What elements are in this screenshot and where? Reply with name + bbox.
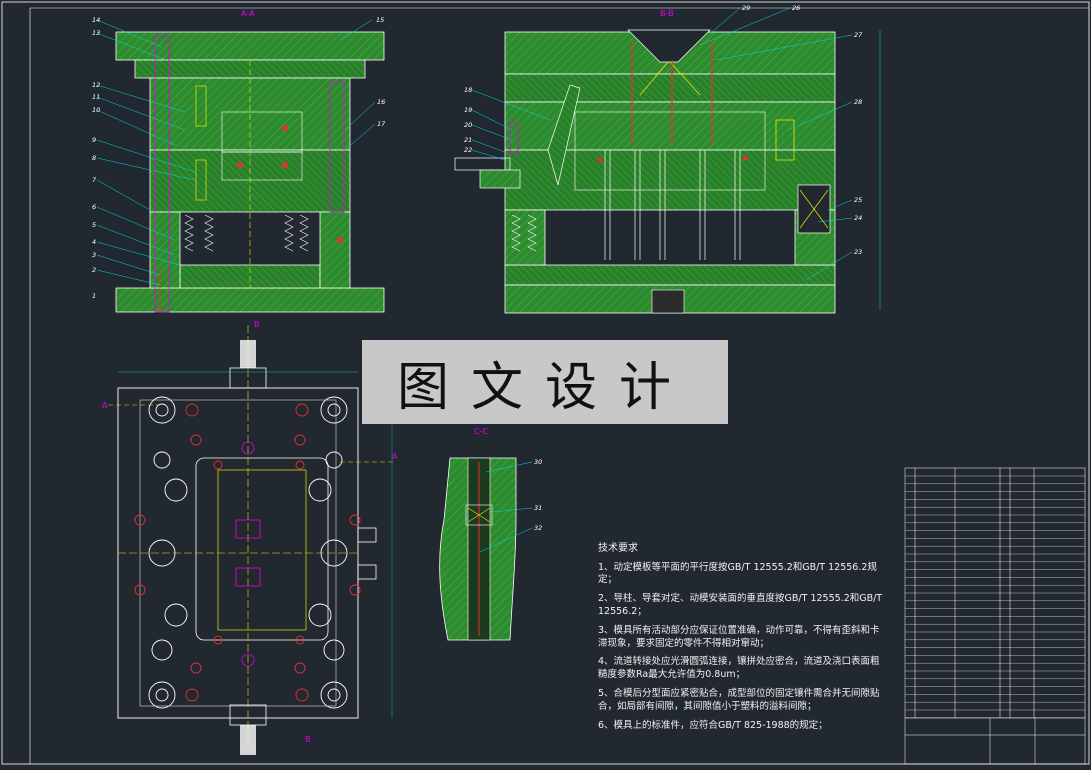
part-number-label: 15	[376, 16, 384, 24]
section-bb-right-part-numbers: 26 27 28 25 24 23	[792, 4, 863, 256]
part-number-label: 19	[464, 106, 472, 114]
section-aa-label: A-A	[241, 9, 255, 18]
part-number-label: 9	[92, 136, 96, 144]
section-marker-a-left: A	[102, 401, 108, 410]
watermark: 图文设计	[362, 340, 728, 424]
section-aa-right-part-numbers: 15 16 17	[376, 16, 386, 128]
part-number-label: 16	[377, 98, 385, 106]
technical-requirement-item: 3、模具所有活动部分应保证位置准确，动作可靠，不得有歪斜和卡滞现象，要求固定的零…	[598, 624, 880, 649]
technical-requirements: 技术要求 1、动定模板等平面的平行度按GB/T 12555.2和GB/T 125…	[598, 542, 888, 738]
part-number-label: 4	[92, 238, 96, 246]
section-bb-label: B-B	[660, 9, 674, 18]
part-number-label: 5	[92, 221, 96, 229]
part-number-label: 25	[854, 196, 862, 204]
part-number-label: 22	[464, 146, 472, 154]
section-cc-leaders	[479, 461, 533, 553]
part-number-label: 32	[534, 524, 542, 532]
technical-requirement-item: 5、合模后分型面应紧密贴合，成型部位的固定镶件需合并无间隙贴合，如局部有间隙，其…	[598, 688, 880, 712]
section-cc-label: C-C	[474, 427, 488, 436]
bom-table-rows	[905, 475, 1085, 718]
part-number-label: 18	[464, 86, 472, 94]
section-cc-view: C-C	[439, 427, 517, 641]
part-number-label: 6	[92, 203, 96, 211]
part-number-label: 3	[92, 251, 96, 259]
section-aa-leaders	[96, 19, 376, 286]
bom-table	[904, 467, 1086, 765]
part-number-label: 14	[92, 16, 100, 24]
section-marker-a-right: A	[392, 452, 398, 461]
part-number-label: 26	[792, 4, 800, 12]
part-number-label: 28	[854, 98, 862, 106]
section-bb-view: B-B	[454, 9, 836, 314]
technical-requirement-item: 4、流道转接处应光滑圆弧连接，镶拼处应密合，流道及浇口表面粗糙度参数Ra最大允许…	[598, 656, 880, 681]
part-number-label: 31	[534, 504, 542, 512]
part-number-label: 8	[92, 154, 96, 162]
part-number-label: 13	[92, 29, 100, 37]
technical-requirements-title: 技术要求	[598, 543, 638, 554]
technical-requirement-item: 1、动定模板等平面的平行度按GB/T 12555.2和GB/T 12556.2规…	[598, 561, 877, 586]
section-aa-part-numbers: 14 13 12 11 10 9 8 7 6 5 4 3 2 1	[92, 16, 100, 300]
part-number-label: 17	[377, 120, 386, 128]
technical-requirement-item: 6、模具上的标准件，应符合GB/T 825-1988的规定；	[598, 719, 828, 731]
section-bb-top-part-numbers: 29	[742, 4, 750, 12]
section-bb-left-part-numbers: 18 19 20 21 22	[464, 86, 472, 154]
section-bb-leaders	[471, 7, 881, 310]
section-marker-b-bottom: B	[305, 735, 311, 744]
part-number-label: 1	[92, 292, 96, 300]
section-cc-part-numbers: 30 31 32	[534, 458, 542, 532]
part-number-label: 24	[854, 214, 862, 222]
part-number-label: 23	[854, 248, 862, 256]
part-number-label: 2	[92, 266, 96, 274]
part-number-label: 10	[92, 106, 100, 114]
section-marker-b-top: B	[254, 320, 260, 329]
part-number-label: 21	[464, 136, 472, 144]
part-number-label: 12	[92, 81, 100, 89]
part-number-label: 7	[92, 176, 97, 184]
part-number-label: 20	[464, 121, 472, 129]
part-number-label: 27	[854, 31, 863, 39]
technical-requirement-item: 2、导柱、导套对定、动模安装面的垂直度按GB/T 12555.2和GB/T 12…	[598, 593, 883, 617]
part-number-label: 29	[742, 4, 750, 12]
part-number-label: 11	[92, 93, 100, 101]
plan-view	[108, 325, 395, 755]
part-number-label: 30	[534, 458, 542, 466]
section-aa-view: A-A	[115, 9, 385, 313]
